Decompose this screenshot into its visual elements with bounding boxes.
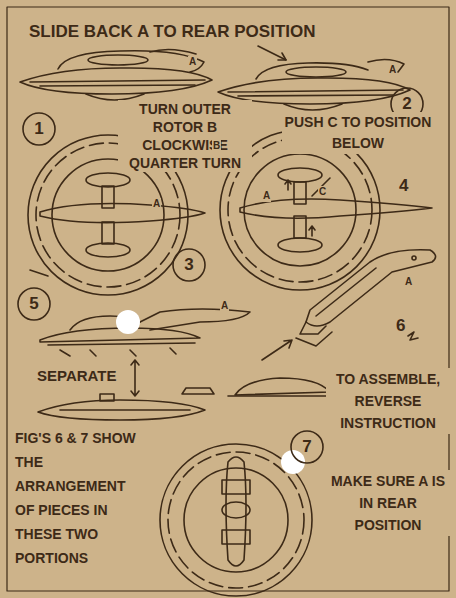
- exploded-view: [131, 360, 139, 396]
- ship-side-view: [88, 55, 148, 65]
- circle-outline: [18, 288, 50, 320]
- figure-number: 1: [34, 119, 43, 139]
- part-letter: A: [152, 198, 161, 210]
- instruction-heading: SLIDE BACK A TO REAR POSITION: [28, 22, 438, 42]
- note-text: MAKE SURE A IS IN REAR POSITION: [326, 470, 450, 536]
- rotor-top-view: [52, 159, 164, 271]
- rotor-top-view: [226, 457, 246, 566]
- part-view: [306, 250, 436, 326]
- instruction-text: PUSH C TO POSITION BELOW: [282, 112, 434, 154]
- rotor-top-view: [160, 444, 312, 596]
- part-letter: A: [404, 276, 413, 288]
- figure-circle: 5: [17, 287, 51, 321]
- rotor-top-view: [244, 154, 356, 266]
- rotor-top-view: [168, 452, 304, 588]
- ship-side-view: [256, 63, 368, 79]
- exploded-view: [235, 378, 330, 395]
- instruction-text: SEPARATE: [36, 367, 117, 384]
- rotor-top-view: [278, 168, 322, 182]
- circle-outline: [291, 431, 323, 463]
- ship-side-view: [368, 59, 404, 72]
- rotor-top-view: [222, 502, 250, 518]
- figure-number: 6: [395, 316, 406, 336]
- ship-side-view: [20, 49, 212, 100]
- rotor-top-view: [294, 182, 306, 204]
- arrow: [278, 53, 286, 60]
- instruction-text: TURN OUTER ROTOR B CLOCKWISE QUARTER TUR…: [118, 100, 252, 172]
- note-text: FIG'S 6 & 7 SHOW THE ARRANGEMENT OF PIEC…: [14, 426, 146, 570]
- circle-outline: [173, 249, 205, 281]
- rotor-top-view: [184, 468, 288, 572]
- part-view: [300, 322, 326, 334]
- rotor-top-view: [294, 216, 306, 238]
- figure-circle: 1: [22, 112, 56, 146]
- part-letter: B: [212, 140, 221, 152]
- rotor-top-view: [222, 530, 250, 544]
- rotor-top-view: [240, 199, 432, 218]
- ship-side-view: [40, 85, 195, 86]
- ship-side-view: [238, 95, 393, 96]
- exploded-view: [60, 348, 176, 356]
- figure-number: 4: [398, 176, 409, 196]
- arrow: [258, 46, 286, 60]
- instruction-text: TO ASSEMBLE, REVERSE INSTRUCTION: [326, 368, 450, 434]
- part-letter: C: [318, 186, 327, 198]
- part-view: [296, 332, 332, 346]
- part-view: [262, 250, 436, 360]
- ship-side-view: [150, 49, 196, 54]
- rotor-top-view: [160, 444, 312, 596]
- rotor-top-view: [222, 480, 250, 494]
- rotor-top-view: [285, 180, 291, 190]
- exploded-view: [140, 309, 250, 330]
- exploded-view: [38, 400, 205, 420]
- exploded-view: [182, 388, 214, 394]
- exploded-view: [38, 309, 336, 420]
- ship-side-view: [20, 68, 212, 94]
- exploded-view: [228, 395, 336, 397]
- rotor-top-view: [102, 222, 114, 244]
- ship-side-view: [30, 80, 205, 82]
- part-letter: A: [220, 300, 229, 312]
- figure-number: 5: [29, 294, 38, 314]
- figure-circle: 3: [172, 248, 206, 282]
- card-frame: [7, 7, 449, 591]
- rotor-top-view: [309, 226, 315, 236]
- rotor-top-view: [278, 238, 322, 252]
- rotor-top-view: [86, 243, 130, 257]
- part-view: [262, 340, 292, 360]
- rotor-top-view: [102, 186, 114, 208]
- arrow: [258, 46, 286, 60]
- rotor-top-view: [40, 204, 205, 223]
- ship-side-view: [286, 67, 346, 77]
- part-letter: A: [262, 190, 271, 202]
- part-view: [408, 332, 418, 340]
- exploded-view: [48, 343, 195, 345]
- exploded-view: [100, 394, 114, 401]
- figure-number: 7: [302, 437, 311, 457]
- circle-outline: [23, 113, 55, 145]
- part-view: [316, 268, 376, 316]
- ship-side-view: [58, 51, 204, 72]
- ship-side-view: [284, 104, 342, 110]
- figure-number: 3: [184, 255, 193, 275]
- part-view: [412, 256, 416, 260]
- exploded-view: [60, 409, 190, 411]
- rotor-top-view: [30, 270, 48, 276]
- punched-hole: [116, 310, 140, 334]
- figure-circle: 7: [290, 430, 324, 464]
- rotor-top-view: [86, 173, 130, 187]
- figure-number: 2: [402, 94, 411, 114]
- part-letter: A: [388, 64, 397, 76]
- part-letter: A: [188, 56, 197, 68]
- ship-side-view: [228, 90, 403, 92]
